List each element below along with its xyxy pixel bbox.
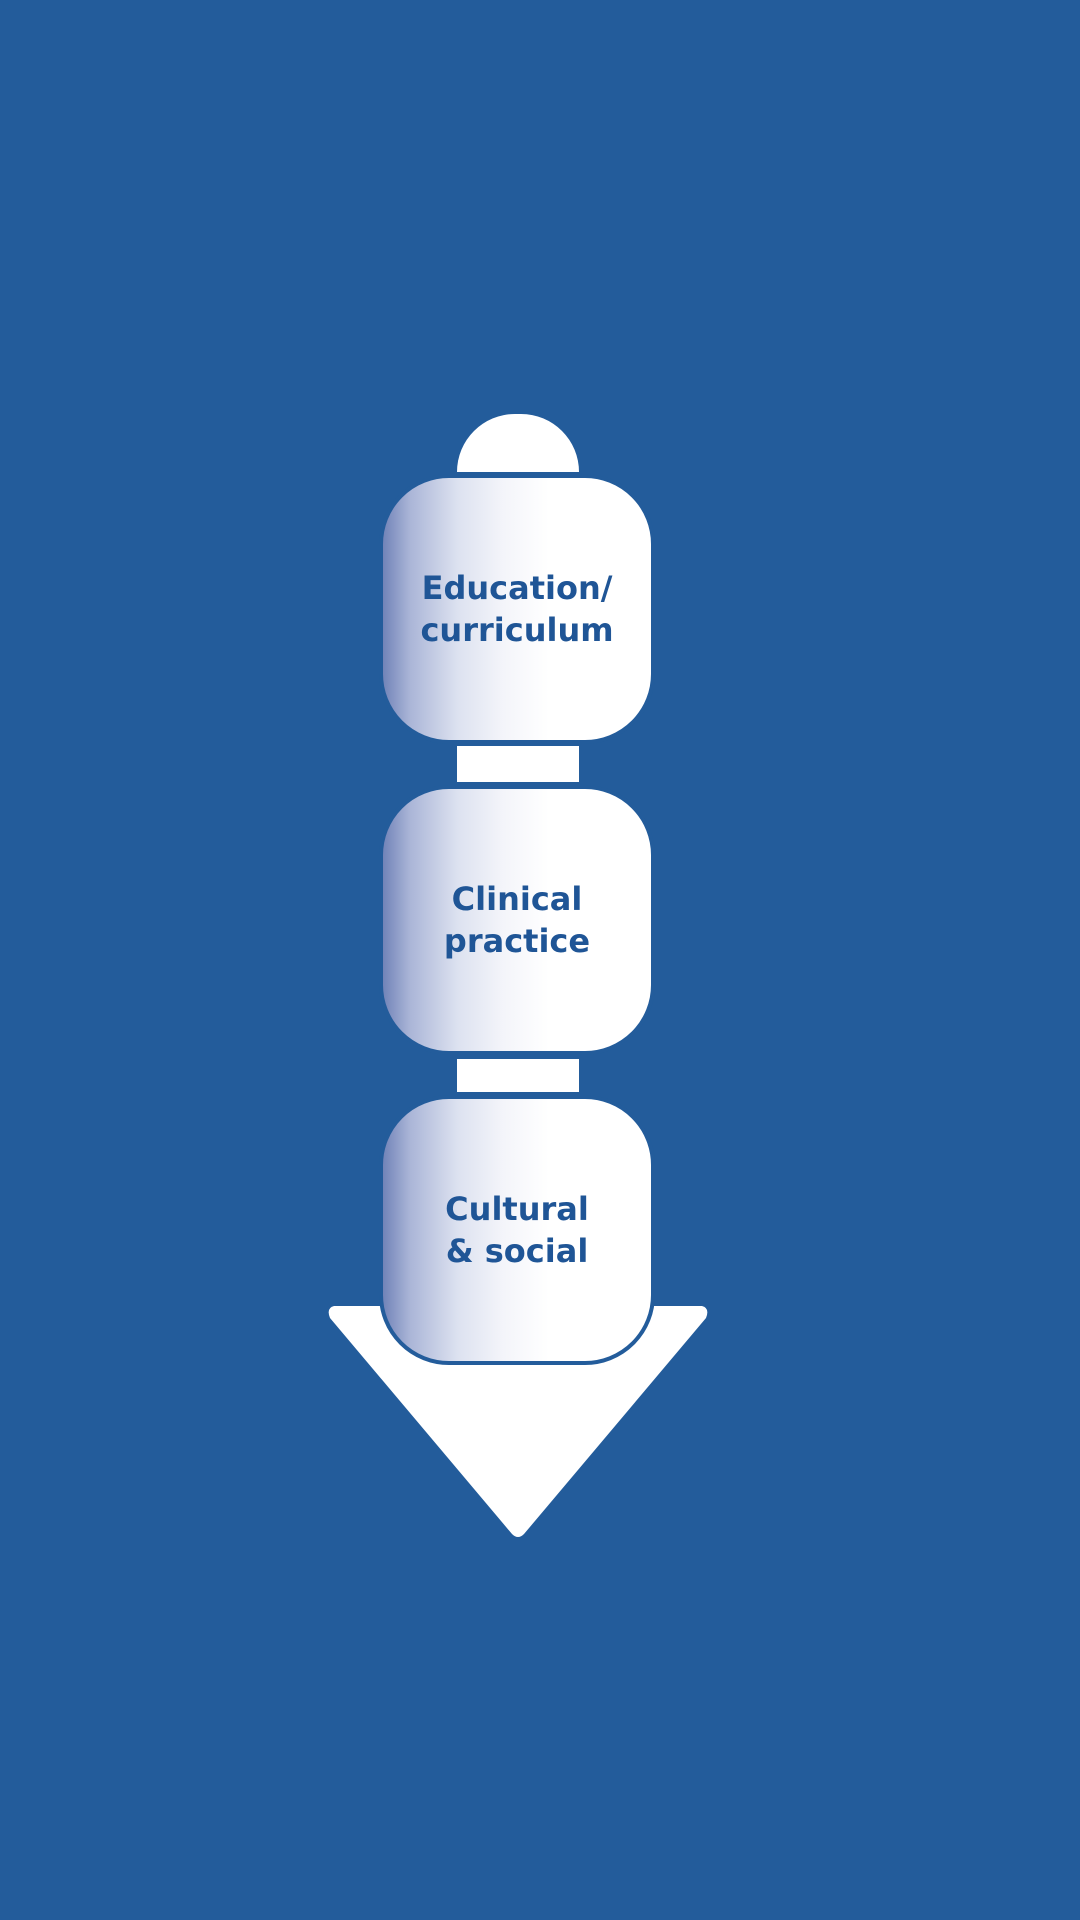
arrow-shaft-connector <box>457 746 579 782</box>
step-box-education: Education/ curriculum <box>379 474 655 744</box>
step-label: Education/ curriculum <box>420 569 614 649</box>
arrow-shaft-connector <box>457 1059 579 1092</box>
step-label: Clinical practice <box>443 880 591 960</box>
step-box-cultural: Cultural & social <box>379 1095 655 1365</box>
step-label: Cultural & social <box>445 1190 589 1270</box>
step-box-clinical: Clinical practice <box>379 785 655 1055</box>
arrow-head-icon <box>328 1306 708 1537</box>
arrow-shaft-top-cap <box>457 414 579 472</box>
